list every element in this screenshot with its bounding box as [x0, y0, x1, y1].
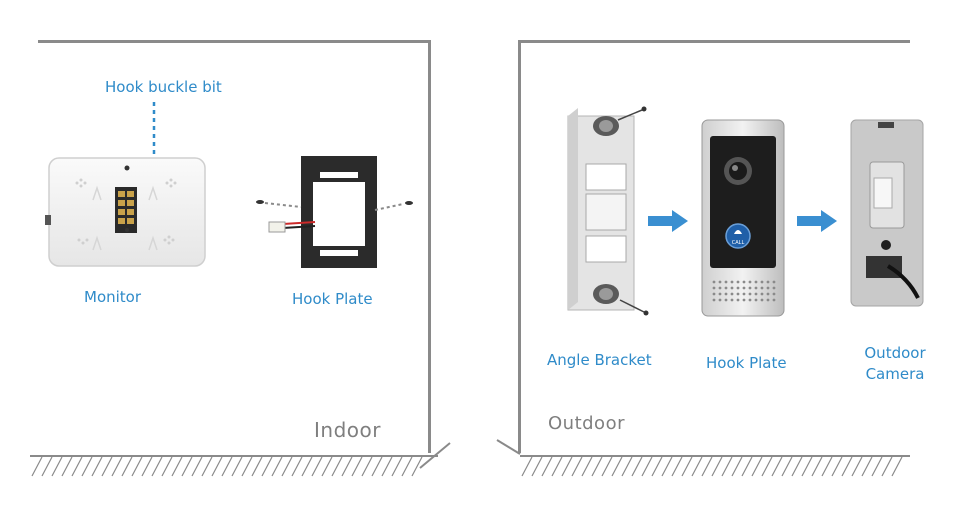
outdoor-camera-label-line2: Camera: [865, 365, 925, 383]
outdoor-camera-label: Outdoor Camera: [856, 343, 934, 385]
angle-bracket-label: Angle Bracket: [547, 351, 652, 369]
right-arrow-icon: [648, 210, 688, 232]
outdoor-panel: [518, 40, 910, 453]
indoor-panel: [38, 40, 431, 453]
monitor-label: Monitor: [84, 288, 142, 306]
doorbell-camera-back-image: [850, 119, 924, 307]
indoor-ground-hatch: [30, 442, 451, 477]
call-button-text: CALL: [732, 240, 745, 246]
outdoor-camera-label-line1: Outdoor: [864, 344, 926, 362]
doorbell-camera-front-image: CALL: [701, 119, 785, 317]
hook-buckle-dotted-line: [152, 102, 156, 186]
outdoor-hook-plate-label: Hook Plate: [706, 354, 787, 372]
outdoor-title: Outdoor: [548, 413, 625, 434]
indoor-hook-plate-label: Hook Plate: [292, 290, 373, 308]
angle-bracket-image: [567, 106, 649, 316]
indoor-hook-plate-image: [256, 156, 413, 268]
indoor-title: Indoor: [314, 418, 381, 442]
outdoor-ground-hatch: [496, 439, 910, 477]
screw-icon: [641, 106, 649, 316]
hook-buckle-bit-label: Hook buckle bit: [105, 78, 222, 96]
monitor-image: [45, 157, 206, 267]
right-arrow-icon: [797, 210, 837, 232]
